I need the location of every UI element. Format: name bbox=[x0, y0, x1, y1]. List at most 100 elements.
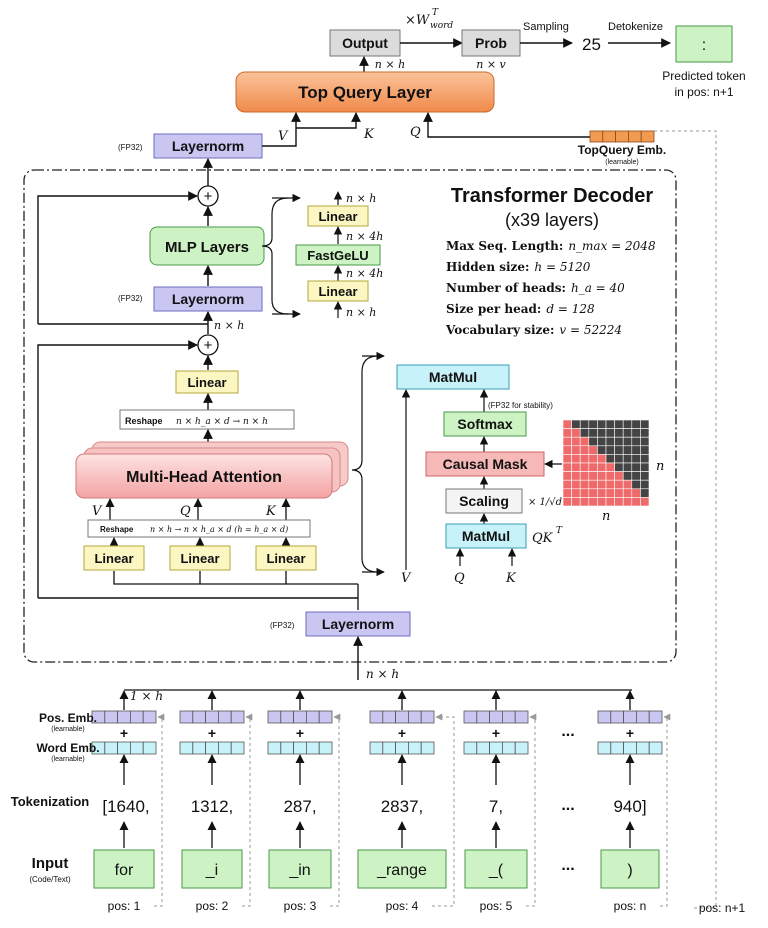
mask-cell bbox=[622, 497, 633, 507]
mask-cell bbox=[614, 462, 624, 472]
mask-cell bbox=[640, 488, 650, 498]
linear-v: Linear bbox=[83, 545, 145, 571]
mask-cell bbox=[614, 488, 624, 498]
topquery-emb-label: TopQuery Emb. bbox=[578, 143, 666, 157]
mask-cell bbox=[640, 471, 650, 481]
next-pos: pos: n+1 bbox=[699, 901, 746, 915]
causal-mask-grid bbox=[562, 419, 650, 507]
word-emb-cell bbox=[293, 741, 307, 755]
mask-cell bbox=[579, 471, 590, 481]
mask-cell bbox=[622, 471, 633, 481]
mask-cell bbox=[562, 488, 572, 498]
mask-cell bbox=[605, 462, 615, 472]
mask-cell bbox=[562, 419, 572, 429]
mask-cell bbox=[640, 436, 650, 447]
pos-emb-cell bbox=[280, 710, 294, 724]
svg-text:Linear: Linear bbox=[94, 551, 133, 566]
pos-emb-cell bbox=[407, 710, 422, 724]
mask-cell bbox=[597, 436, 607, 447]
transformer-decoder-frame bbox=[23, 169, 677, 663]
dim-in: n × h bbox=[366, 667, 399, 681]
word-emb-cell bbox=[318, 741, 333, 755]
mask-cell bbox=[579, 445, 590, 455]
mlp-layers: MLP Layers bbox=[149, 226, 265, 266]
svg-text:n: n bbox=[656, 459, 664, 474]
mask-cell bbox=[605, 428, 615, 438]
input-label: Input bbox=[32, 855, 69, 872]
layernorm-mlp: Layernorm bbox=[153, 286, 263, 312]
pos-emb-cell bbox=[382, 710, 396, 724]
svg-text:word: word bbox=[430, 21, 453, 31]
input-token-box bbox=[268, 849, 332, 889]
word-emb-cell bbox=[489, 741, 503, 755]
multi-head-attention: Multi-Head Attention bbox=[75, 441, 349, 499]
input-token: _( bbox=[488, 862, 504, 879]
mask-cell bbox=[605, 436, 615, 447]
mask-cell bbox=[622, 462, 633, 472]
input-token-box bbox=[464, 849, 528, 889]
scaling-factor: × 1/√d bbox=[528, 497, 562, 508]
top-query-layer-label: Top Query Layer bbox=[298, 83, 432, 102]
mask-cell bbox=[571, 419, 581, 429]
svg-text:+: + bbox=[492, 725, 500, 741]
pos-emb-cell bbox=[205, 710, 219, 724]
svg-text:Linear: Linear bbox=[318, 284, 357, 299]
topquery-emb-sub: (learnable) bbox=[605, 159, 638, 166]
mask-cell bbox=[605, 454, 615, 464]
word-emb-cell bbox=[395, 741, 409, 755]
word-emb-cell bbox=[597, 741, 612, 755]
spec-value: h_a = 40 bbox=[571, 281, 625, 295]
word-emb-cell bbox=[636, 741, 650, 755]
mask-cell bbox=[605, 479, 615, 490]
token-id: 940] bbox=[613, 797, 646, 816]
mask-cell bbox=[597, 445, 607, 455]
scaling: Scaling bbox=[445, 488, 523, 514]
svg-text:Linear: Linear bbox=[318, 209, 357, 224]
svg-text:Softmax: Softmax bbox=[457, 416, 512, 432]
mask-cell bbox=[562, 497, 572, 507]
mask-cell bbox=[588, 479, 598, 490]
mask-cell bbox=[571, 428, 581, 438]
word-emb-cell bbox=[407, 741, 422, 755]
mask-cell bbox=[614, 436, 624, 447]
svg-text:T: T bbox=[556, 526, 563, 536]
predicted-caption-2: in pos: n+1 bbox=[674, 85, 733, 99]
word-emb-cell bbox=[623, 741, 637, 755]
mask-cell bbox=[622, 436, 633, 447]
topquery-emb-cell bbox=[602, 130, 616, 143]
pos-emb-cell bbox=[179, 710, 194, 724]
input-token: ) bbox=[627, 862, 632, 879]
svg-text:+: + bbox=[296, 725, 304, 741]
mask-cell bbox=[562, 428, 572, 438]
word-emb-cell bbox=[648, 741, 663, 755]
predicted-token-box: : bbox=[675, 25, 733, 63]
svg-text:K: K bbox=[265, 504, 277, 519]
detokenize-label: Detokenize bbox=[608, 21, 663, 33]
mask-cell bbox=[571, 445, 581, 455]
svg-text:n × 4h: n × 4h bbox=[346, 230, 383, 243]
svg-text:K: K bbox=[505, 571, 517, 586]
mask-cell bbox=[622, 445, 633, 455]
svg-text:(FP32): (FP32) bbox=[270, 621, 295, 630]
mask-cell bbox=[597, 497, 607, 507]
ellipsis-input: ... bbox=[561, 857, 574, 874]
svg-text:Reshape: Reshape bbox=[125, 416, 163, 426]
mask-cell bbox=[605, 471, 615, 481]
mha-label: Multi-Head Attention bbox=[126, 469, 282, 486]
svg-text:Linear: Linear bbox=[187, 375, 226, 390]
mask-cell bbox=[579, 419, 590, 429]
svg-text:MatMul: MatMul bbox=[462, 528, 510, 544]
tokenization-label: Tokenization bbox=[11, 794, 90, 809]
input-token-box bbox=[357, 849, 447, 889]
pos-emb-cell bbox=[514, 710, 529, 724]
input-token: _range bbox=[376, 862, 427, 879]
dim-after-ln: n × h bbox=[214, 319, 244, 332]
linear-q: Linear bbox=[169, 545, 231, 571]
word-emb-cell bbox=[514, 741, 529, 755]
svg-text:n × h → n × h_a × d (h = h_a ×: n × h → n × h_a × d (h = h_a × d) bbox=[150, 525, 288, 534]
token-position: pos: 2 bbox=[196, 899, 229, 913]
mask-cell bbox=[605, 488, 615, 498]
dim-1h: 1 × h bbox=[130, 689, 163, 703]
word-emb-cell bbox=[305, 741, 320, 755]
mask-cell bbox=[597, 428, 607, 438]
